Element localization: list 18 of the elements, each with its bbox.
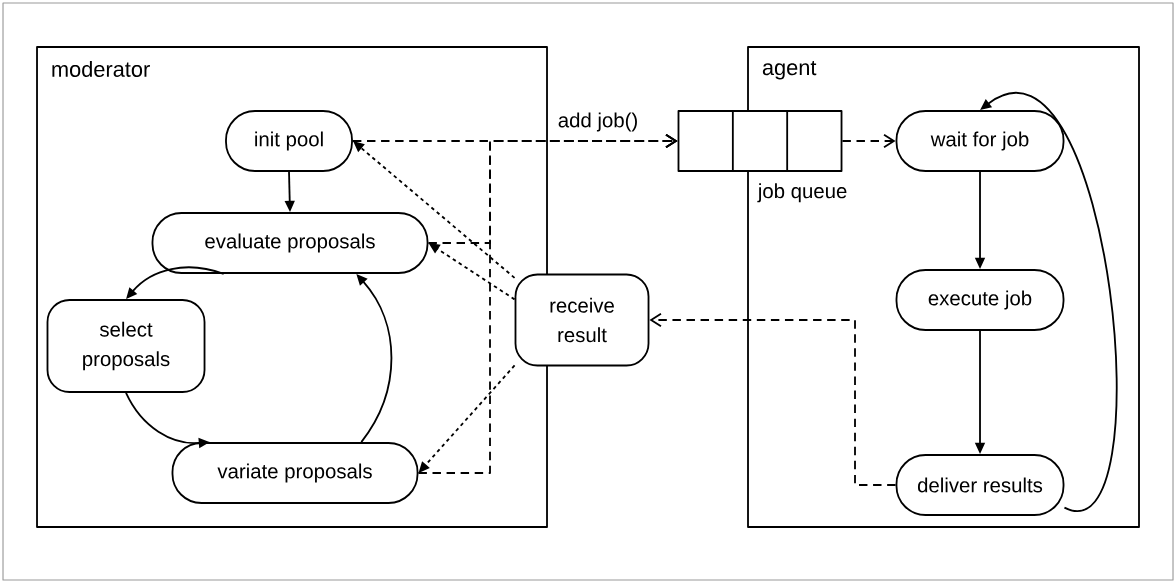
- arrow: [980, 91, 1118, 510]
- arrow: [356, 274, 393, 443]
- process-box: select proposals: [46, 299, 206, 393]
- process-box: wait for job: [895, 110, 1065, 172]
- process-box: deliver results: [895, 454, 1065, 516]
- arrow: [841, 133, 896, 149]
- process-box: init pool: [225, 110, 353, 172]
- arrow: [649, 312, 897, 486]
- process-box: evaluate proposals: [151, 212, 429, 274]
- edge-label: add job(): [556, 111, 640, 133]
- queue-drawing: [677, 110, 843, 172]
- process-box: execute job: [895, 269, 1065, 331]
- arrow: [126, 266, 225, 299]
- node-caption: job queue: [757, 183, 847, 203]
- process-box: receive result: [514, 273, 650, 367]
- process-box: variate proposals: [171, 442, 419, 504]
- arrow: [353, 141, 516, 279]
- arrow: [417, 133, 678, 474]
